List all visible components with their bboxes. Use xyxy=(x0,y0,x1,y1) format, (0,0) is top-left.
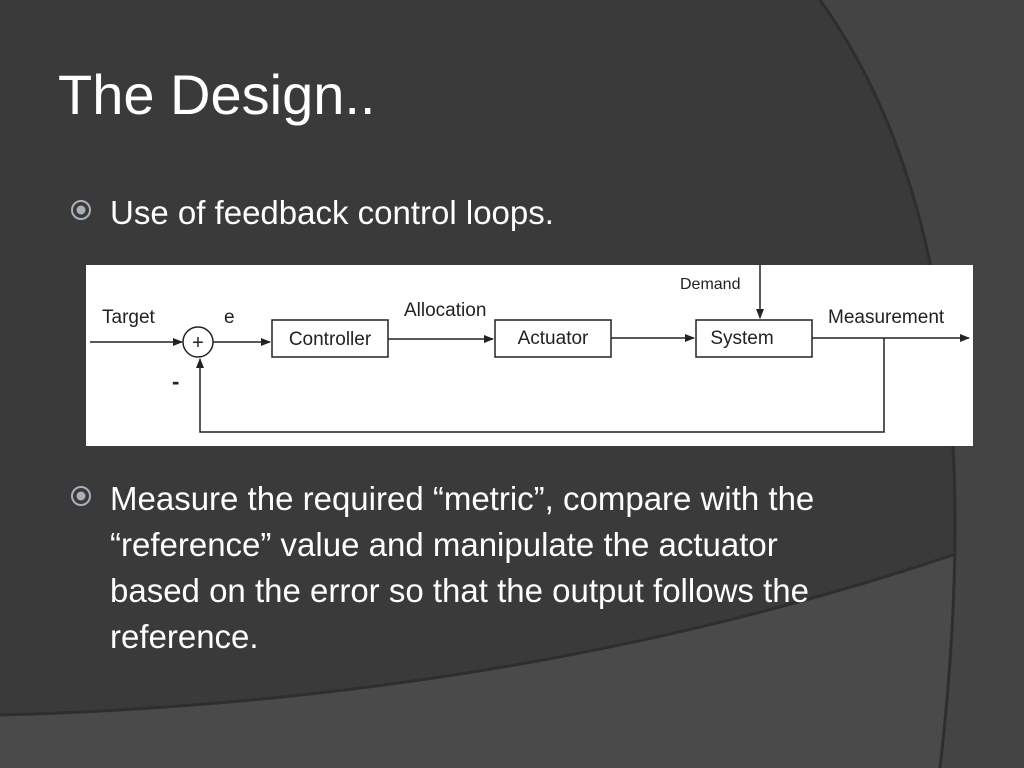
bullet-text: Measure the required “metric”, compare w… xyxy=(110,480,815,655)
allocation-label: Allocation xyxy=(404,300,486,321)
error-label: e xyxy=(224,307,235,328)
bullet-item: Measure the required “metric”, compare w… xyxy=(70,476,870,660)
slide-title: The Design.. xyxy=(58,63,376,126)
system-label: System xyxy=(710,328,773,349)
actuator-label: Actuator xyxy=(518,328,589,349)
circle-bullet-icon xyxy=(71,486,91,506)
controller-block xyxy=(271,319,389,358)
bullet-item: Use of feedback control loops. xyxy=(70,190,554,236)
measurement-label: Measurement xyxy=(828,307,945,328)
circle-bullet-icon xyxy=(71,200,91,220)
sum-symbol: + xyxy=(192,332,204,354)
actuator-block xyxy=(494,319,612,358)
controller-label: Controller xyxy=(289,329,372,350)
feedback-line xyxy=(196,338,885,433)
demand-label: Demand xyxy=(680,276,740,293)
minus-sign: - xyxy=(172,369,179,394)
feedback-loop-diagram: Target + e Controller Allocation Actuato… xyxy=(86,265,973,446)
target-label: Target xyxy=(102,307,156,328)
bullet-text: Use of feedback control loops. xyxy=(110,194,554,231)
